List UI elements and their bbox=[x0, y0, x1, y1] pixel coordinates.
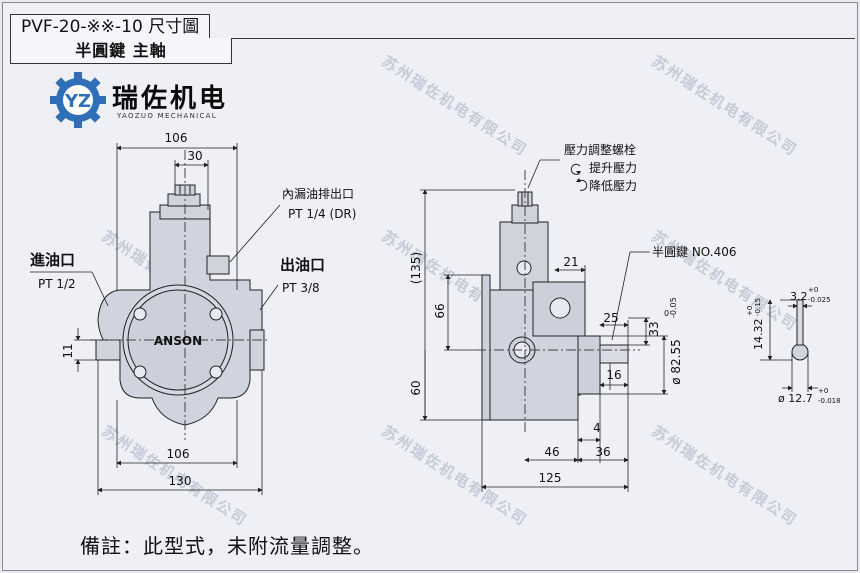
title-rule bbox=[10, 38, 855, 39]
key-width: 3.2 bbox=[790, 290, 808, 303]
dim-pilot-tol-lower: -0.05 bbox=[669, 297, 678, 318]
outlet-port-size: PT 3/8 bbox=[282, 281, 320, 295]
dim-overall-height: (135) bbox=[409, 252, 423, 284]
side-view bbox=[476, 170, 640, 435]
remark-note: 備註：此型式，未附流量調整。 bbox=[80, 534, 374, 558]
outlet-port-label: 出油口 bbox=[280, 256, 325, 274]
dim-base-height: 60 bbox=[409, 380, 423, 395]
key-detail-view bbox=[791, 299, 809, 361]
dim-46: 46 bbox=[544, 445, 559, 459]
gear-logo-icon: YZ bbox=[50, 72, 106, 128]
shaft-type-subtitle: 半圓鍵 主軸 bbox=[10, 38, 232, 64]
shaft-diameter: ø 12.7 bbox=[778, 392, 813, 405]
dim-16: 16 bbox=[606, 368, 621, 382]
dim-port-height: 66 bbox=[433, 303, 447, 318]
dim-top-width: 106 bbox=[165, 131, 188, 145]
front-view bbox=[90, 150, 270, 440]
company-name: 瑞佐机电 bbox=[112, 84, 229, 114]
pressure-screw-label: 壓力調整螺栓 bbox=[564, 142, 636, 157]
woodruff-key-label: 半圓鍵 NO.406 bbox=[652, 244, 736, 259]
drain-port-label: 內漏油排出口 bbox=[282, 187, 354, 201]
lower-pressure-label: 降低壓力 bbox=[589, 179, 637, 193]
logo-monogram: YZ bbox=[64, 91, 91, 112]
model-title: PVF-20-※※-10 尺寸圖 bbox=[10, 14, 210, 38]
dim-125: 125 bbox=[539, 471, 562, 485]
key-width-tol-lower: -0.025 bbox=[808, 296, 831, 304]
dim-33: 33 bbox=[647, 321, 661, 336]
dim-36: 36 bbox=[595, 445, 610, 459]
dim-25: 25 bbox=[603, 311, 618, 325]
lower-pressure-icon bbox=[576, 178, 588, 191]
brand-label: ANSON bbox=[154, 334, 202, 348]
dim-base-width: 130 bbox=[169, 474, 192, 488]
shaft-diameter-tol-lower: -0.018 bbox=[818, 397, 841, 405]
dim-bottom-width: 106 bbox=[167, 447, 190, 461]
raise-pressure-label: 提升壓力 bbox=[589, 160, 637, 175]
key-depth: 14.32 bbox=[752, 319, 765, 351]
inlet-port-size: PT 1/2 bbox=[38, 277, 76, 291]
dim-pilot-tol-upper: 0 bbox=[664, 309, 669, 318]
raise-pressure-icon bbox=[570, 163, 581, 175]
dim-top-offset: 30 bbox=[187, 149, 202, 163]
key-depth-tol-lower: -0.15 bbox=[754, 298, 762, 316]
drain-port-size: PT 1/4 (DR) bbox=[288, 207, 356, 221]
dim-left-height: 11 bbox=[61, 343, 75, 358]
company-tagline: YAOZUO MECHANICAL bbox=[117, 112, 217, 120]
dim-21: 21 bbox=[563, 255, 578, 269]
dim-4: 4 bbox=[593, 421, 601, 435]
shaft-diameter-tol-upper: +0 bbox=[818, 387, 828, 395]
inlet-port-label: 進油口 bbox=[30, 251, 75, 269]
key-width-tol-upper: +0 bbox=[808, 286, 818, 294]
dim-pilot-diameter: ø 82.55 bbox=[669, 339, 683, 385]
key-depth-tol-upper: +0 bbox=[746, 306, 754, 316]
